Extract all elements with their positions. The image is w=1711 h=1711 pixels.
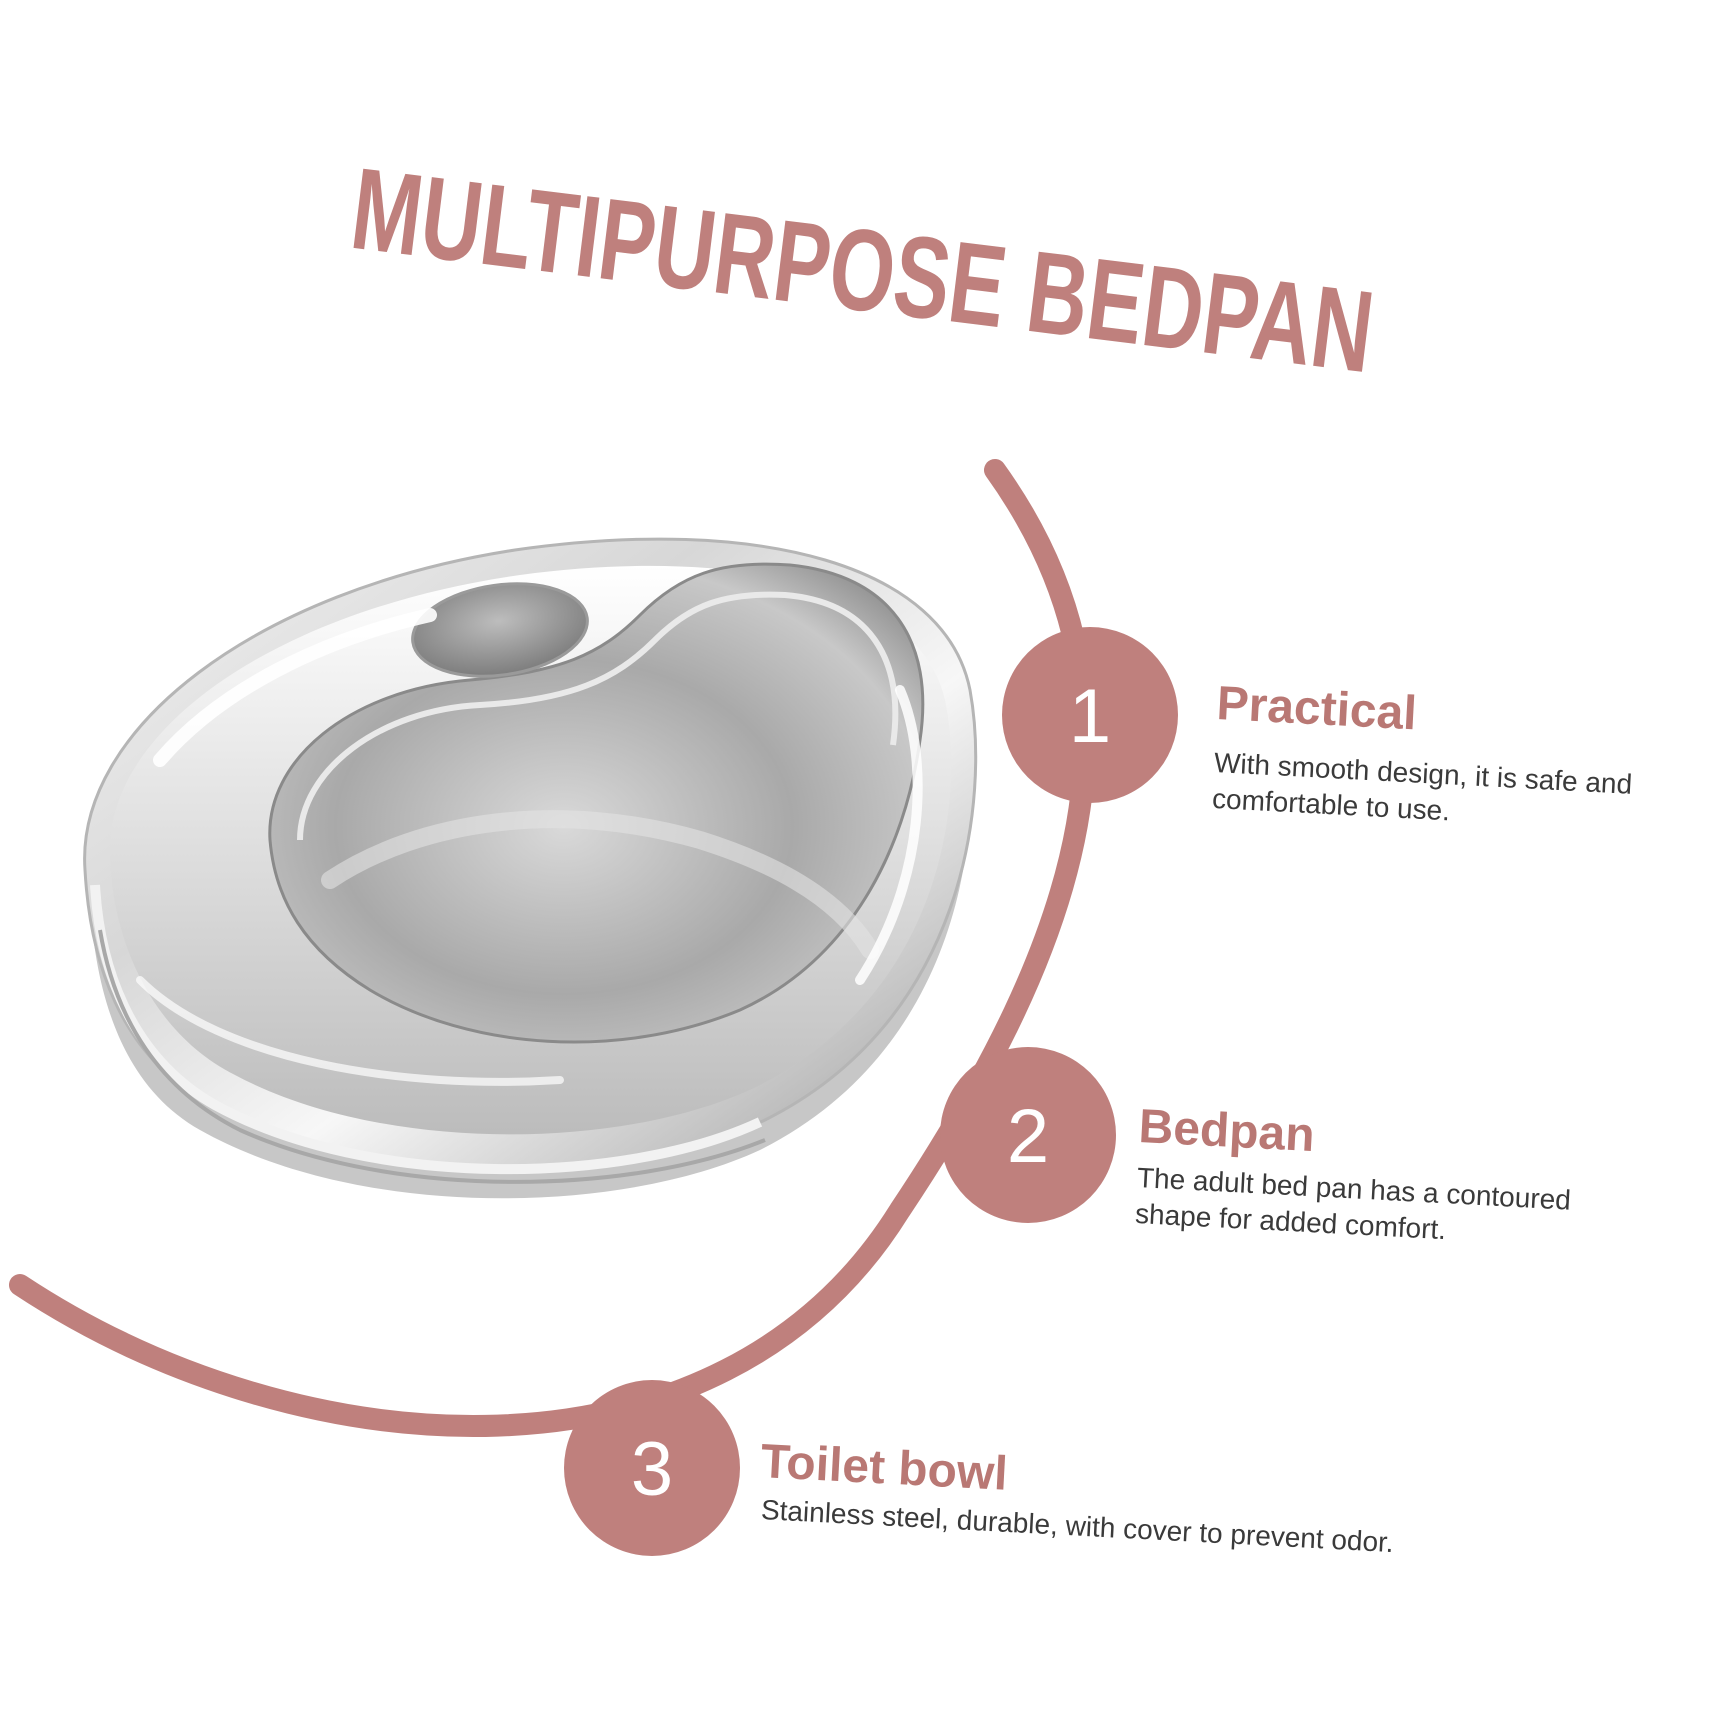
feature-marker-3: 3 [564, 1380, 740, 1556]
feature-title-practical: Practical [1215, 677, 1419, 741]
feature-number-2: 2 [1007, 1094, 1049, 1179]
feature-number-1: 1 [1069, 674, 1111, 759]
curved-arc-icon [9, 459, 1096, 1438]
feature-marker-1: 1 [1002, 627, 1178, 803]
feature-number-3: 3 [631, 1427, 673, 1512]
feature-title-bedpan: Bedpan [1137, 1100, 1316, 1163]
feature-title-toilet-bowl: Toilet bowl [759, 1435, 1009, 1501]
feature-marker-2: 2 [940, 1047, 1116, 1223]
